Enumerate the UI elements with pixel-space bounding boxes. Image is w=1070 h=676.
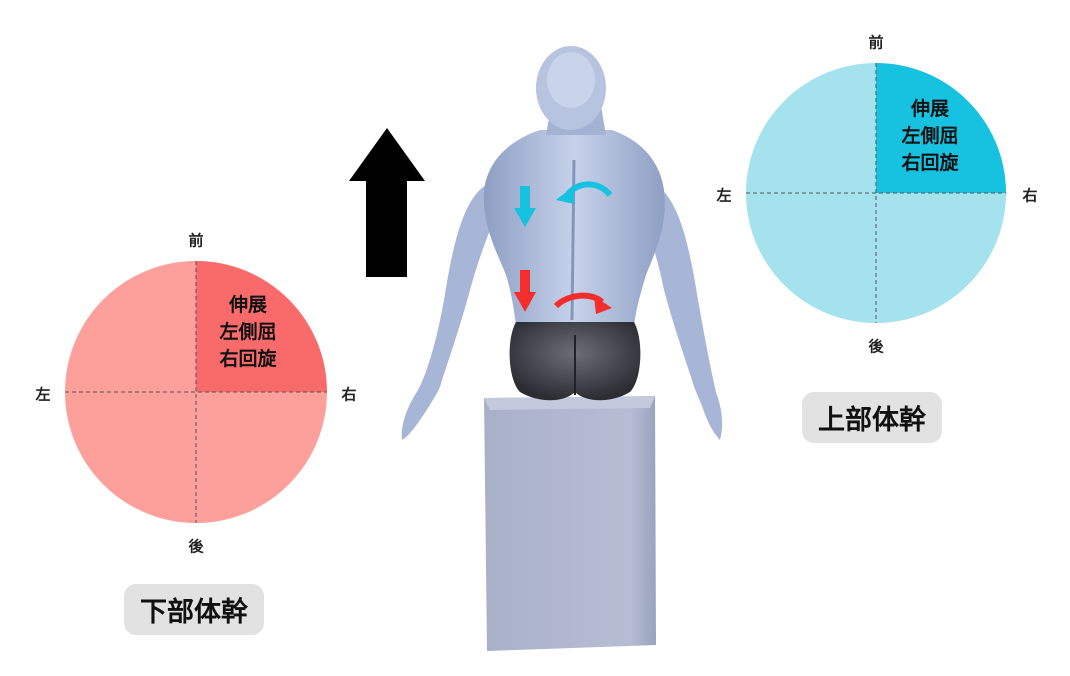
upper-trunk-title: 上部体幹 <box>802 392 942 443</box>
upper-quadrant-line: 伸展 <box>910 98 950 120</box>
lower-quadrant-line: 伸展 <box>228 294 268 316</box>
lower-quadrant-text: 伸展 左側屈 右回旋 <box>219 292 276 373</box>
lower-trunk-highlight-quadrant <box>196 261 327 392</box>
lower-down-arrow <box>514 270 536 312</box>
seat-box <box>484 396 656 651</box>
lower-quadrant-line: 右回旋 <box>219 348 277 370</box>
lower-left-label: 左 <box>35 385 51 404</box>
upper-trunk-circle <box>746 63 1006 323</box>
lower-trunk-circle <box>65 261 327 523</box>
upper-right-label: 右 <box>1022 186 1038 205</box>
upper-front-label: 前 <box>868 33 884 52</box>
lower-front-label: 前 <box>188 231 204 250</box>
upper-quadrant-text: 伸展 左側屈 右回旋 <box>901 96 958 177</box>
lower-rotation-arrow-head <box>594 296 612 314</box>
lower-right-label: 右 <box>341 385 357 404</box>
upper-down-arrow <box>514 186 536 227</box>
lower-quadrant-line: 左側屈 <box>219 321 277 343</box>
upward-arrow <box>349 128 425 277</box>
upper-quadrant-line: 右回旋 <box>901 152 959 174</box>
upper-rotation-arrow-head <box>556 186 574 204</box>
lower-indicators <box>514 270 612 314</box>
lower-back-label: 後 <box>188 537 204 556</box>
human-figure <box>401 46 723 440</box>
upper-left-label: 左 <box>716 186 732 205</box>
upper-indicators <box>514 181 613 227</box>
lower-trunk-title: 下部体幹 <box>124 584 264 635</box>
upper-back-label: 後 <box>868 337 884 356</box>
upper-quadrant-line: 左側屈 <box>901 125 959 147</box>
upper-trunk-highlight-quadrant <box>876 63 1006 193</box>
